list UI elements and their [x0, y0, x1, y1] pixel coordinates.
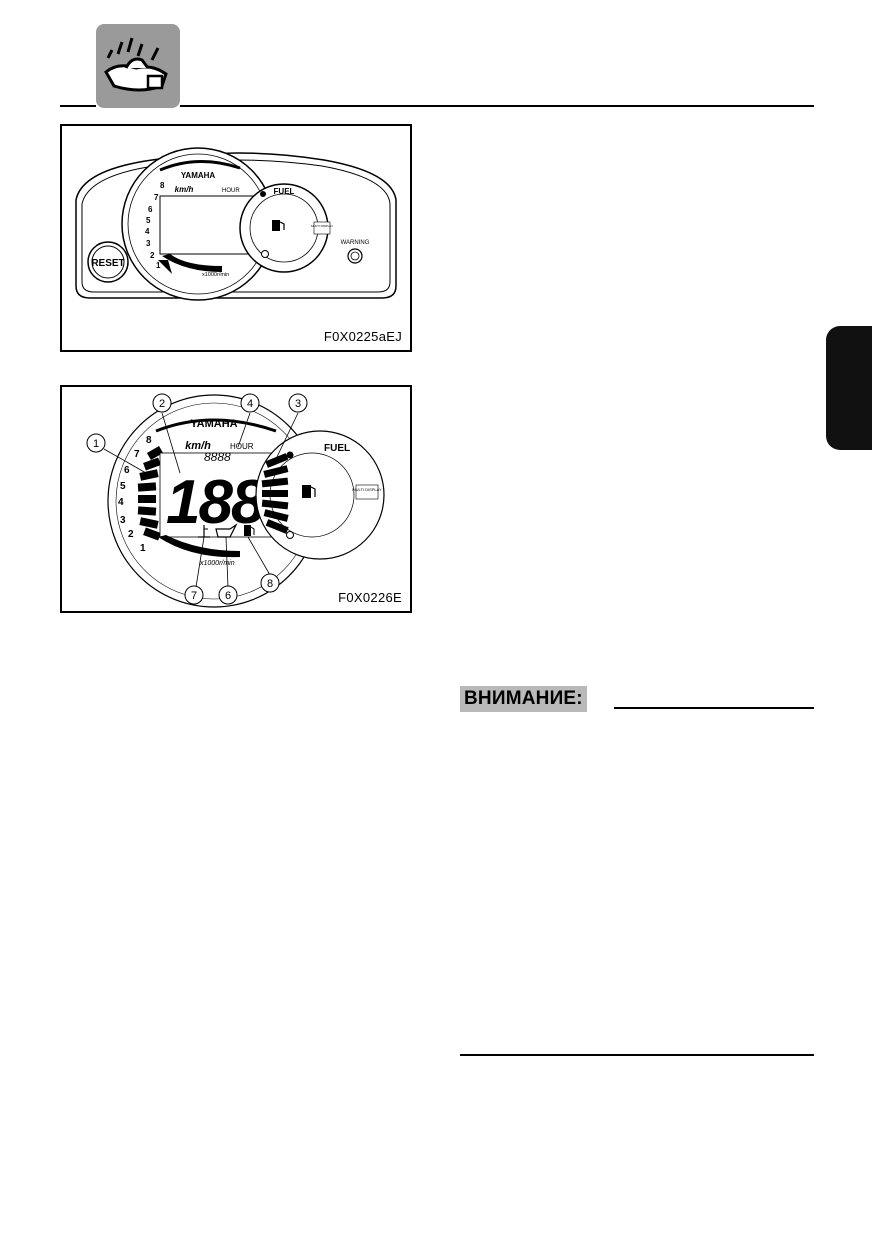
fuel-label: FUEL — [324, 443, 350, 454]
fuel-bar-segments — [261, 453, 289, 534]
tach-number: 3 — [146, 239, 151, 248]
fuel-pump-icon — [272, 220, 285, 231]
tach-scale: 8 7 6 5 4 3 2 1 — [145, 181, 165, 270]
multi-display-window — [313, 221, 331, 235]
tach-bar-segments — [137, 446, 164, 541]
tach-scale: 8 7 6 5 4 3 2 1 — [118, 435, 152, 554]
fuel-label: FUEL — [274, 187, 295, 196]
figure-code: F0X0225aEJ — [323, 329, 402, 344]
caution-end-rule — [460, 1054, 814, 1056]
callout-leaders — [103, 412, 299, 588]
rpm-unit-label: x1000r/min — [202, 272, 229, 278]
hour-label: HOUR — [222, 188, 240, 194]
callout-number: 7 — [191, 590, 197, 602]
tach-number: 5 — [120, 481, 126, 492]
speed-unit-label: km/h — [185, 440, 211, 452]
tach-number: 6 — [148, 205, 153, 214]
watercraft-section-icon — [96, 24, 180, 108]
callout-number: 4 — [247, 398, 253, 410]
tach-number: 8 — [146, 435, 152, 446]
callout-number: 2 — [159, 398, 165, 410]
tach-number: 8 — [160, 181, 165, 190]
tach-number: 4 — [118, 497, 124, 508]
tach-number: 2 — [150, 251, 155, 260]
tach-number: 1 — [156, 261, 161, 270]
reset-button — [87, 241, 129, 283]
speed-unit-label: km/h — [175, 185, 194, 194]
tach-number: 7 — [154, 193, 159, 202]
multi-display-label: MULTI DISPLAY — [352, 487, 382, 492]
warning-lamp — [347, 248, 363, 264]
callout-number: 6 — [225, 590, 231, 602]
figure-meter-display-detail: YAMAHA km/h HOUR 8 7 6 5 4 3 2 1 8888 18… — [60, 385, 412, 613]
figure-code: F0X0226E — [338, 590, 402, 605]
oil-warning-icon — [215, 523, 238, 538]
meter-detail-illustration: YAMAHA km/h HOUR 8 7 6 5 4 3 2 1 8888 18… — [86, 393, 385, 608]
tach-number: 5 — [146, 216, 151, 225]
header-rule — [60, 105, 96, 107]
callout-number: 1 — [93, 438, 99, 450]
tach-number: 2 — [128, 529, 134, 540]
figure-meter-overview: RESET YAMAHA km/h HOUR x1000r/min 8 7 6 … — [60, 124, 412, 352]
warning-label: WARNING — [341, 240, 370, 246]
rpm-unit-label: x1000r/min — [199, 560, 235, 567]
brand-label: YAMAHA — [190, 418, 237, 430]
fuel-warning-icon — [244, 525, 255, 536]
callout-markers: 1 2 3 4 6 7 8 — [86, 393, 308, 605]
chapter-tab — [826, 326, 872, 450]
header-rule — [180, 105, 814, 107]
tach-number: 7 — [134, 449, 140, 460]
callout-number: 3 — [295, 398, 301, 410]
caution-heading: ВНИМАНИЕ: — [460, 686, 587, 712]
tach-number: 3 — [120, 515, 126, 526]
reset-label: RESET — [91, 258, 124, 269]
caution-rule — [614, 707, 814, 709]
multi-display-label: MULTI DISPLAY — [311, 224, 333, 228]
meter-illustration: RESET YAMAHA km/h HOUR x1000r/min 8 7 6 … — [75, 147, 397, 301]
callout-number: 8 — [267, 578, 273, 590]
tach-number: 1 — [140, 543, 146, 554]
tach-number: 6 — [124, 465, 130, 476]
hour-digits: 8888 — [204, 450, 231, 464]
fuel-pump-icon — [302, 485, 316, 498]
multi-display-window — [355, 484, 379, 500]
fuel-gauge — [255, 430, 385, 560]
tach-number: 4 — [145, 227, 150, 236]
hour-label: HOUR — [230, 442, 254, 451]
brand-label: YAMAHA — [181, 171, 216, 180]
